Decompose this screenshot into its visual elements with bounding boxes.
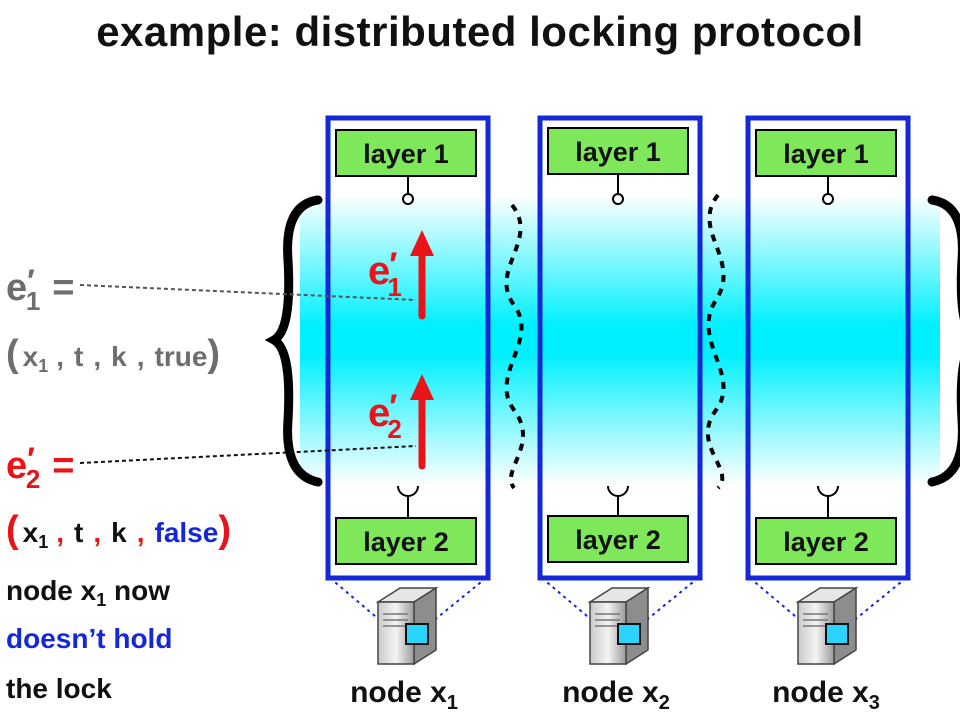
- e2-pointer-line: [79, 445, 417, 464]
- server-icon: [587, 586, 651, 666]
- e2-definition-lhs: e′2=: [6, 441, 74, 494]
- lollipop-port-icon: [822, 176, 834, 205]
- layer2-box-x2: layer 2: [547, 515, 689, 563]
- wavy-separator-2: [705, 193, 726, 490]
- e2-definition-tuple: (x1,t,k,false): [6, 509, 231, 552]
- server-icon: [795, 586, 859, 666]
- note-line-2: doesn’t hold: [6, 623, 172, 654]
- e1-pointer-line: [79, 284, 417, 301]
- node-box-x2: [537, 115, 703, 581]
- node-box-x1: [325, 115, 491, 581]
- wavy-separator-1: [504, 203, 525, 490]
- layer1-box-x2: layer 1: [547, 127, 689, 175]
- layer1-label: layer 1: [575, 137, 661, 167]
- up-arrow-icon: [410, 374, 434, 470]
- communication-band: [300, 195, 940, 485]
- layer2-box-x1: layer 2: [335, 517, 477, 565]
- event-e2-label: e′2: [368, 388, 402, 444]
- up-arrow-icon: [410, 230, 434, 320]
- node-box-x3: [745, 115, 911, 581]
- layer2-label: layer 2: [783, 527, 869, 557]
- node-label-x2: node x2: [562, 676, 670, 714]
- e1-definition-lhs: e′1=: [6, 263, 74, 316]
- socket-port-icon: [817, 485, 839, 518]
- layer2-label: layer 2: [363, 527, 449, 557]
- layer2-box-x3: layer 2: [755, 517, 897, 565]
- diagram-title: example: distributed locking protocol: [96, 8, 864, 55]
- server-icon: [375, 586, 439, 666]
- layer1-box-x3: layer 1: [755, 129, 897, 177]
- lollipop-port-icon: [612, 174, 624, 205]
- server-connectors: [329, 577, 907, 623]
- node-label-x3: node x3: [772, 676, 880, 714]
- e1-definition-tuple: (x1,t,k,true): [6, 333, 220, 376]
- socket-port-icon: [607, 485, 629, 518]
- layer1-box-x1: layer 1: [335, 129, 477, 177]
- event-e1-label: e′1: [368, 246, 402, 302]
- layer2-label: layer 2: [575, 525, 661, 555]
- layer1-label: layer 1: [783, 139, 869, 169]
- socket-port-icon: [397, 485, 419, 518]
- note-line-3: the lock: [6, 673, 112, 704]
- lollipop-port-icon: [402, 176, 414, 205]
- layer1-label: layer 1: [363, 139, 449, 169]
- node-label-x1: node x1: [350, 676, 458, 714]
- note-line-1: node x1 now: [6, 575, 170, 610]
- left-brace: [264, 195, 323, 487]
